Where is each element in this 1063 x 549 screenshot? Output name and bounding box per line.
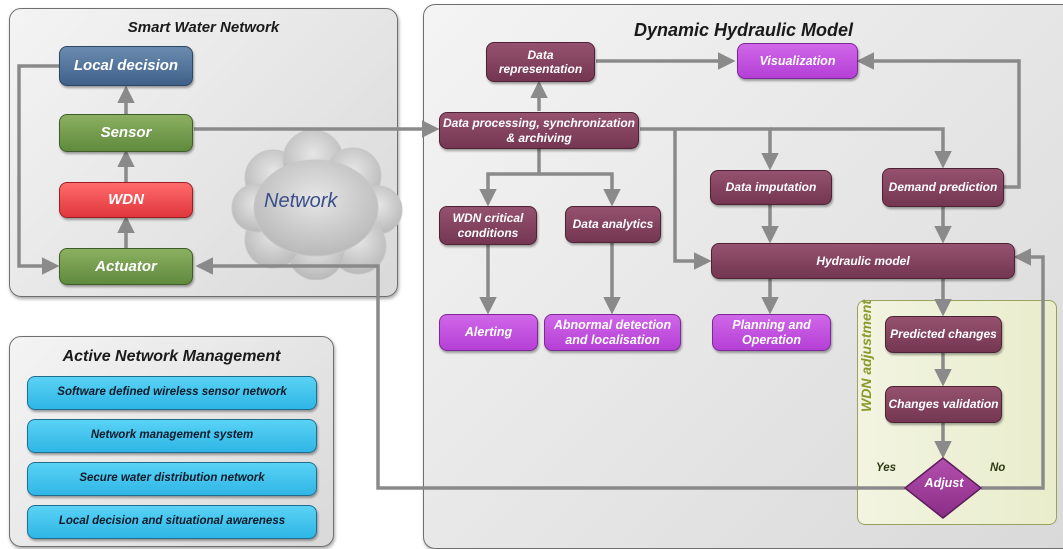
arrow-processing-to-wdn-critical — [479, 149, 541, 207]
predicted-changes-node: Predicted changes — [885, 316, 1002, 353]
changes-validation-node: Changes validation — [885, 386, 1002, 423]
arrow-local-to-actuator — [17, 64, 60, 275]
yes-label: Yes — [876, 462, 897, 474]
data-representation-node: Data representation — [486, 42, 595, 82]
network-cloud-icon — [231, 129, 403, 280]
management-item: Secure water distribution network — [27, 462, 317, 496]
network-cloud-label: Network — [264, 190, 338, 212]
demand-prediction-node: Demand prediction — [882, 168, 1004, 207]
arrow-no-loop — [981, 248, 1045, 490]
arrow-processing-to-analytics — [539, 172, 621, 207]
abnormal-detection-node: Abnormal detection and localisation — [544, 314, 681, 351]
smart-water-network-title: Smart Water Network — [127, 19, 280, 36]
wdn-critical-node: WDN critical conditions — [439, 206, 537, 245]
arrow-yes-to-actuator — [195, 257, 905, 490]
data-imputation-node: Data imputation — [710, 170, 832, 205]
management-item: Network management system — [27, 419, 317, 453]
dynamic-hydraulic-model-title: Dynamic Hydraulic Model — [633, 20, 854, 40]
arrow-processing-to-hydraulic — [673, 129, 712, 270]
no-label: No — [990, 462, 1006, 474]
management-item: Software defined wireless sensor network — [27, 376, 317, 410]
sensor-node: Sensor — [59, 114, 193, 152]
hydraulic-model-node: Hydraulic model — [711, 243, 1015, 279]
adjust-label: Adjust — [924, 476, 964, 490]
data-analytics-node: Data analytics — [565, 206, 661, 243]
management-item: Local decision and situational awareness — [27, 505, 317, 539]
actuator-node: Actuator — [59, 248, 193, 285]
alerting-node: Alerting — [439, 314, 538, 351]
planning-operation-node: Planning and Operation — [712, 314, 831, 351]
active-network-management-title: Active Network Management — [62, 348, 281, 365]
data-processing-node: Data processing, synchronization & archi… — [439, 112, 639, 149]
arrow-processing-to-demand — [770, 127, 952, 169]
arrow-processing-to-imputation — [640, 127, 779, 171]
local-decision-node: Local decision — [59, 46, 193, 86]
adjust-diamond-node — [903, 457, 983, 519]
visualization-node: Visualization — [737, 43, 858, 79]
wdn-node: WDN — [59, 182, 193, 218]
arrow-demand-to-visualization — [856, 52, 1021, 189]
